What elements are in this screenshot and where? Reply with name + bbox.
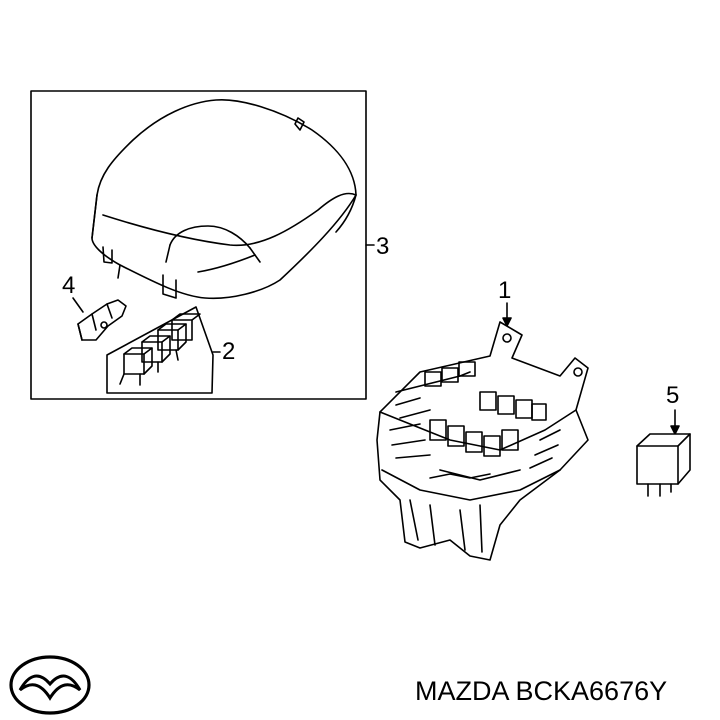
callout-4: 4	[62, 272, 76, 299]
part-number-label: MAZDA BCKA6676Y	[415, 676, 668, 706]
callout-2: 2	[222, 338, 236, 365]
relay-set-part	[106, 306, 214, 394]
leader-line-4	[72, 297, 84, 313]
mazda-logo-icon	[9, 655, 91, 715]
callout-1: 1	[498, 277, 512, 304]
fuse-puller-part	[77, 299, 127, 341]
callout-3: 3	[376, 233, 390, 260]
cover-part	[91, 98, 357, 300]
relay-part	[636, 433, 691, 497]
fuse-block-part	[376, 321, 589, 561]
callout-5: 5	[666, 382, 680, 409]
